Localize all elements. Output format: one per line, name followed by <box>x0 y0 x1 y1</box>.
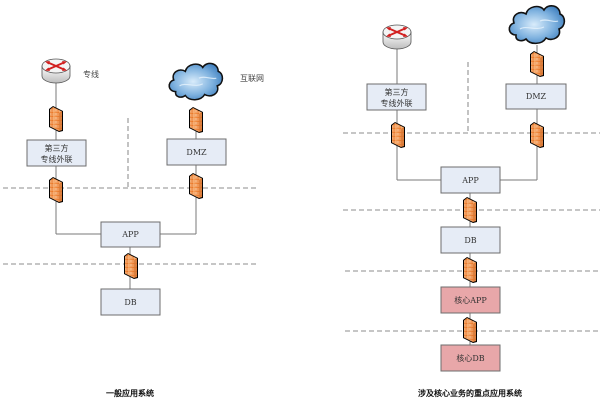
dmz-box: DMZ <box>505 83 567 110</box>
app-label: APP <box>461 176 479 185</box>
internet-label: 互联网 <box>240 74 264 83</box>
dmz-label: DMZ <box>186 148 207 157</box>
firewall-icon <box>189 173 203 199</box>
third-party-box: 第三方 专线外联 <box>366 83 427 111</box>
firewall-icon <box>530 122 544 148</box>
firewall-icon <box>463 197 477 223</box>
core-app-box: 核心APP <box>440 286 501 314</box>
firewall-icon <box>189 107 203 133</box>
firewall-icon <box>391 122 405 148</box>
leased-line-label: 专线 <box>83 69 99 79</box>
app-label: APP <box>121 230 139 239</box>
internet-cloud-icon <box>508 4 566 45</box>
db-label: DB <box>464 236 476 245</box>
firewall-icon <box>530 51 544 77</box>
core-app-label: 核心APP <box>454 295 487 305</box>
firewall-icon <box>463 317 477 343</box>
firewall-icon <box>49 106 63 132</box>
firewall-icon <box>463 257 477 283</box>
db-box: DB <box>100 288 161 316</box>
dmz-label: DMZ <box>526 92 547 101</box>
router-icon <box>382 24 412 50</box>
left-diagram: 专线 互联网 第三方 专线外联 DMZ APP DB 一般应用系统 <box>3 58 264 398</box>
app-box: APP <box>100 221 161 248</box>
core-db-box: 核心DB <box>440 344 501 372</box>
third-party-label-line2: 专线外联 <box>381 98 413 108</box>
left-caption: 一般应用系统 <box>106 388 154 398</box>
third-party-box: 第三方 专线外联 <box>26 139 87 167</box>
firewall-icon <box>49 177 63 203</box>
right-diagram: 第三方 专线外联 DMZ APP DB 核心APP 核心DB 涉及核心业务的重点… <box>343 4 600 398</box>
third-party-label-line2: 专线外联 <box>41 154 73 164</box>
core-db-label: 核心DB <box>456 353 484 363</box>
right-caption: 涉及核心业务的重点应用系统 <box>418 388 522 398</box>
router-icon <box>41 58 71 84</box>
db-label: DB <box>124 298 136 307</box>
db-box: DB <box>440 226 501 254</box>
third-party-label-line1: 第三方 <box>385 87 409 97</box>
internet-cloud-icon <box>168 62 224 101</box>
dmz-box: DMZ <box>166 138 227 166</box>
app-box: APP <box>440 166 501 194</box>
third-party-label-line1: 第三方 <box>45 143 69 153</box>
firewall-icon <box>124 253 138 279</box>
